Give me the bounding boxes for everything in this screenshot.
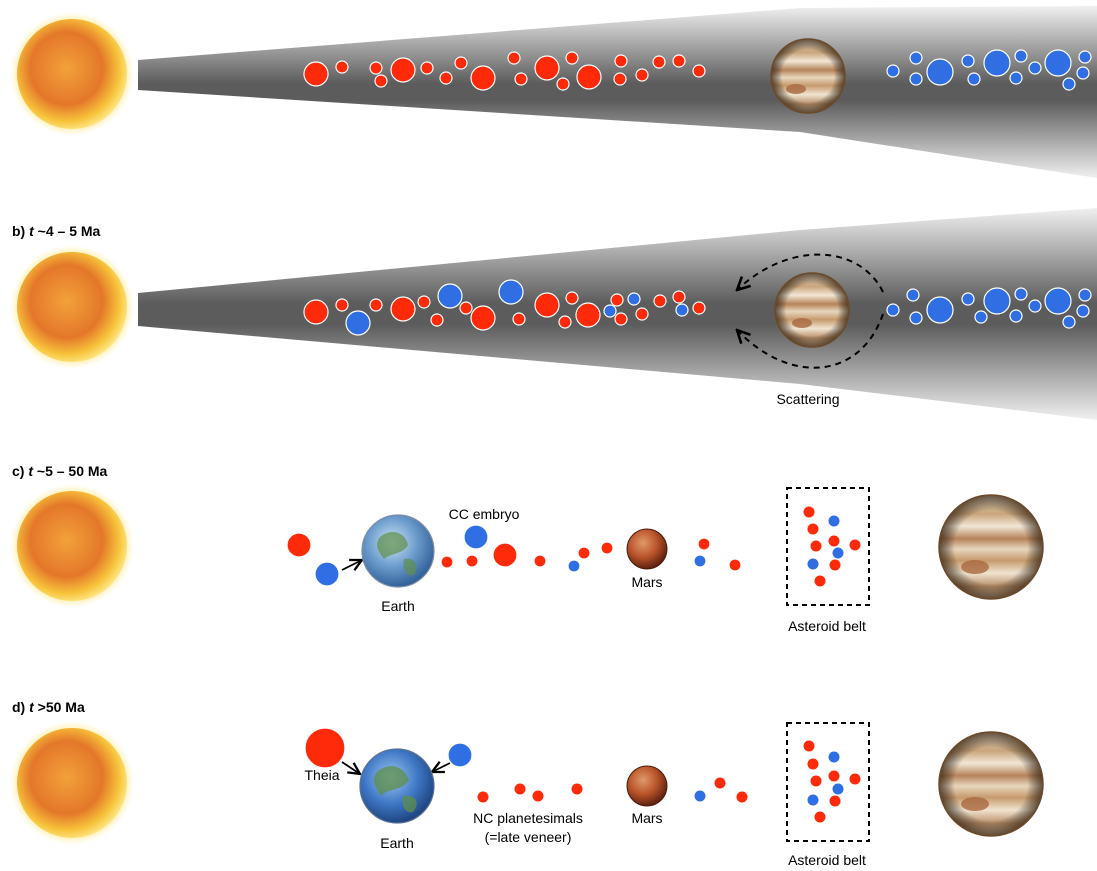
panel-d-title: d) t >50 Ma — [12, 699, 85, 715]
panel-d: d) t >50 Ma Theia Earth NC planetesimals… — [10, 699, 1044, 868]
panel-a — [10, 6, 1097, 178]
disk-b-planetesimals — [303, 279, 1092, 336]
disk-a-planetesimals — [303, 49, 1092, 91]
earth-label: Earth — [380, 835, 413, 851]
nc-planetesimals — [477, 777, 748, 803]
cc-embryo-label: CC embryo — [449, 506, 520, 522]
sun-icon — [10, 12, 134, 136]
disk-a — [138, 6, 1097, 178]
mars-label: Mars — [631, 810, 662, 826]
mars-icon — [626, 528, 668, 570]
jupiter-icon — [774, 272, 850, 348]
jupiter-icon — [770, 38, 846, 114]
earth-icon — [361, 514, 435, 588]
asteroid-belt-label: Asteroid belt — [788, 852, 866, 868]
asteroid-belt-label: Asteroid belt — [788, 618, 866, 634]
impact-arrow — [341, 560, 362, 570]
panel-c-bodies — [286, 524, 742, 587]
panel-c-title: c) t ~5 – 50 Ma — [12, 463, 108, 479]
mars-icon — [626, 765, 668, 807]
jupiter-icon — [938, 494, 1044, 600]
panel-b: b) t ~4 – 5 Ma — [10, 208, 1097, 420]
theia-body — [304, 727, 346, 769]
asteroid-belt-bodies — [803, 740, 861, 823]
asteroid-belt-box — [786, 722, 870, 842]
earth-label: Earth — [381, 598, 414, 614]
panel-c: c) t ~5 – 50 Ma Earth CC — [10, 463, 1044, 634]
sun-icon — [10, 484, 134, 608]
earth-icon — [359, 748, 435, 824]
cc-body — [447, 742, 473, 768]
asteroid-belt-box — [786, 487, 870, 606]
panel-b-title: b) t ~4 – 5 Ma — [12, 223, 101, 239]
scattering-label: Scattering — [776, 391, 839, 407]
theia-impact-arrow — [341, 761, 360, 774]
scattering-arrows — [737, 253, 884, 369]
jupiter-icon — [938, 731, 1044, 837]
mars-label: Mars — [631, 574, 662, 590]
sun-icon — [10, 245, 134, 369]
theia-label: Theia — [304, 767, 339, 783]
sun-icon — [10, 721, 134, 845]
nc-label-line1: NC planetesimals — [473, 810, 583, 826]
nc-label-line2: (=late veneer) — [485, 829, 572, 845]
cc-impact-arrow — [432, 763, 451, 772]
asteroid-belt-bodies — [803, 506, 861, 587]
